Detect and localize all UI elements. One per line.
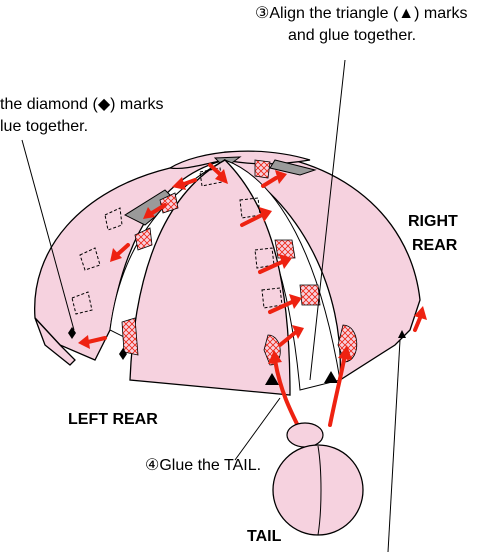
step2-instruction-line2: lue together. [0,117,88,137]
label-left-rear: LEFT REAR [68,410,158,430]
step3-instruction-line1: ③Align the triangle (▲) marks [255,4,467,24]
glue-tab-1 [122,318,138,355]
glue-tab-6 [300,285,320,305]
label-tail: TAIL [247,527,281,547]
glue-tab-5 [275,240,295,258]
glue-tab-4 [255,160,270,178]
step4-instruction: ④Glue the TAIL. [145,456,261,476]
tail-ball [273,445,363,535]
label-right-rear-1: RIGHT [408,212,458,232]
step2-instruction-line1: the diamond (◆) marks [0,95,163,115]
label-right-rear-2: REAR [412,236,457,256]
tail-tab [287,423,323,447]
step3-instruction-line2: and glue together. [288,26,416,46]
